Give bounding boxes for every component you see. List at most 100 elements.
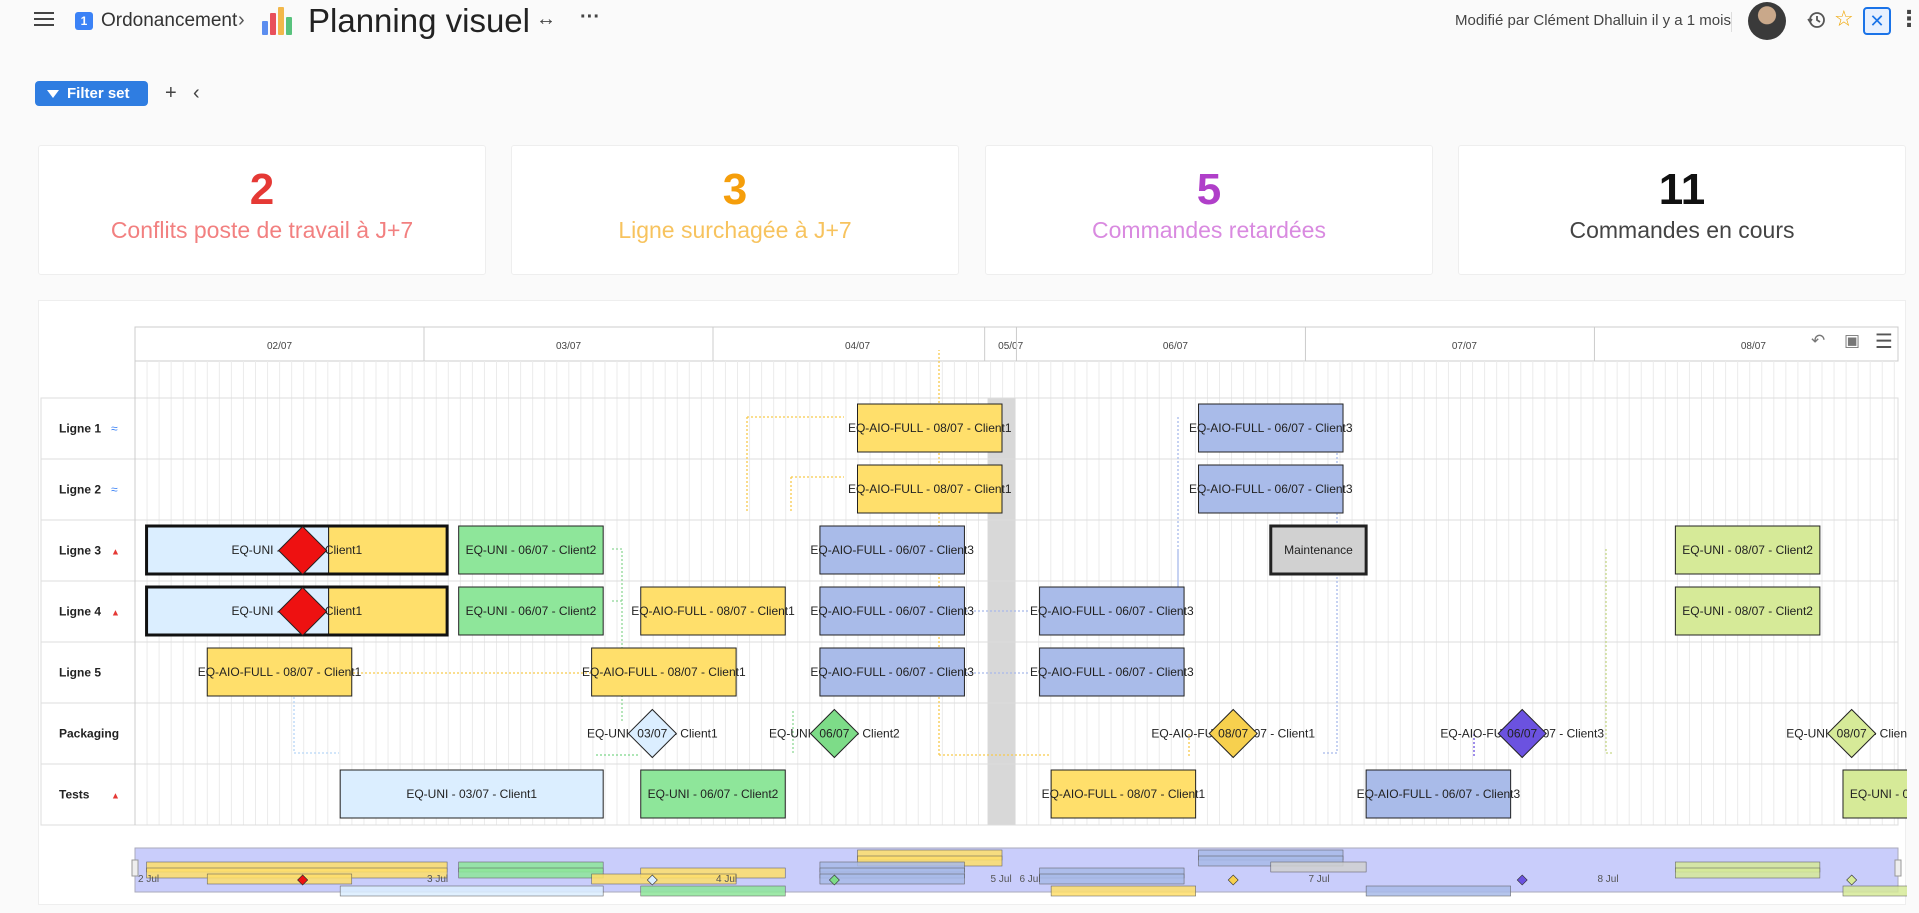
task-bar[interactable]: EQ-AIO-FULL - 06/07 - Client3 [810,525,974,575]
task-bar[interactable]: Maintenance [1269,524,1368,576]
task-bar[interactable]: EQ-AIO-FULL - 08/07 - Client1 [631,586,795,636]
navigator-mark [640,885,786,897]
navigator-milestone [1846,874,1858,886]
task-bar[interactable]: EQ-AIO-FULL - 06/07 - Client3 [1030,586,1194,636]
task-label: EQ-UNI - 06/07 - Client2 [466,543,597,557]
task-bar-rect [640,769,786,819]
task-bar[interactable]: EQ-UNI - 08/07 - Client2 [1674,586,1821,636]
task-label: EQ-UNI - 06/07 - Client2 [466,604,597,618]
task-label: EQ-AIO-FULL - 08/07 - Client1 [848,421,1012,435]
kpi-label: Ligne surchagée à J+7 [618,217,852,243]
task-bar[interactable]: EQ-UNI - 08/07 - Client2 [1674,525,1821,575]
wave-icon: ≈ [111,483,118,497]
task-bar-outline [145,585,449,637]
task-bar-rect [591,647,737,697]
task-bar[interactable]: EQ-UNI - 03/07 - Client1 [339,769,604,819]
dependency-link [790,476,844,513]
menu-icon[interactable]: ☰ [1875,331,1893,353]
task-label: EQ-AIO-FULL - 06/07 - Client3 [1189,482,1353,496]
dependency-link [1605,549,1614,754]
task-bar-rect [857,403,1003,453]
more-options-icon[interactable]: ··· [580,6,600,28]
task-bar[interactable]: EQ-AIO-FULL - 08/07 - Client1 [848,403,1012,453]
task-bar-rect [1198,464,1344,514]
task-bar[interactable]: EQ-AIO-FULL - 06/07 - Client3 [1357,769,1521,819]
task-label: EQ-AIO-FULL - 08/07 - Client1 [848,482,1012,496]
save-icon[interactable]: ▣ [1844,331,1861,350]
task-bar-rect [819,647,965,697]
navigator-milestone [646,874,658,886]
task-bar-rect [857,464,1003,514]
menu-icon[interactable] [34,12,54,28]
breadcrumb-number-badge[interactable]: 1 [75,12,93,30]
task-bar[interactable]: EQ-AIO-FULL - 06/07 - Client3 [1030,647,1194,697]
collapse-left-icon[interactable]: ‹ [193,82,200,104]
navigator-mark [1365,885,1511,897]
task-bar-rect [1050,769,1197,819]
navigator-milestone [297,874,309,886]
task-label: EQ-AIO-FULL - 06/07 - Client3 [810,543,974,557]
task-bar[interactable]: EQ-AIO-FULL - 08/07 - Client1 [198,647,362,697]
kebab-menu-icon[interactable]: ⋮ [1898,6,1919,31]
navigator-milestone [1516,874,1528,886]
task-bar-rect [206,647,353,697]
task-bar[interactable]: EQ-AIO-FULL - 06/07 - Client3 [1189,464,1353,514]
task-bar[interactable]: EQ-AIO-FULL - 06/07 - Client3 [1189,403,1353,453]
task-bar[interactable]: EQ-UNI - 06/07 - Client2 [640,769,786,819]
tools-icon[interactable]: ✕ [1863,7,1891,35]
navigator-label: 3 Jul [427,874,448,885]
navigator-label: 8 Jul [1597,874,1618,885]
task-bar[interactable]: EQ-AIO-FULL - 08/07 - Client1 [1042,769,1206,819]
task-label: EQ-AIO-FULL - 08/07 - Client1 [198,665,362,679]
task-bar[interactable]: EQ-AIO-FULL - 08/07 - Client1 [848,464,1012,514]
navigator-milestone [1227,874,1239,886]
task-bar[interactable]: EQ-AIO-FULL - 06/07 - Client3 [810,647,974,697]
task-bar[interactable]: EQ-AIO-FULL - 06/07 - Client3 [810,586,974,636]
navigator-mark [339,885,604,897]
task-bar-rect [1674,525,1821,575]
day-header-label: 05/07 [998,341,1023,352]
milestone-date: 03/07 [637,727,667,741]
task-label: EQ-UNI - 03/07 - Client1 [406,787,537,801]
row-frame [40,763,1899,826]
kpi-value: 2 [249,165,275,214]
navigator-mark [1039,873,1185,885]
task-bar[interactable]: EQ-UNI - 06/07 - Client2 [458,525,604,575]
avatar[interactable] [1748,2,1786,40]
warning-icon: ▲ [111,608,120,618]
task-bar-rect [640,586,786,636]
navigator-handle-right [1894,859,1902,877]
milestone-date: 08/07 [1837,727,1867,741]
task-bar-rect [339,769,604,819]
task-bar-rect [458,586,604,636]
row-label: Ligne 1 [59,422,101,436]
task-label: EQ-AIO-FULL - 08/07 - Client1 [631,604,795,618]
page-title: Planning visuel [308,2,530,39]
filter-set-button[interactable]: Filter set [35,81,148,106]
dependency-link [746,416,844,513]
milestone-diamond [277,525,328,576]
row-label: Ligne 5 [59,666,101,680]
task-bar[interactable]: EQ-UNI - 06/07 - Client2 [458,586,604,636]
undo-icon[interactable]: ↶ [1811,331,1826,350]
task-label: EQ-UNI - 08/07 - Client2 [1682,604,1813,618]
day-header-label: 03/07 [556,341,581,352]
navigator-label: 5 Jul [991,874,1012,885]
task-label: Maintenance [1284,543,1353,557]
task-label: EQ-UNI - 06/07 - Client2 [648,787,779,801]
navigator-handle-left [131,859,139,877]
day-header-label: 04/07 [845,341,870,352]
add-filter-button[interactable]: + [165,82,177,104]
history-icon[interactable] [1806,10,1826,30]
top-bar: 1 Ordonancement › Planning visuel ↔ ··· … [0,0,1919,44]
task-label: EQ-AIO-FULL - 06/07 - Client3 [810,604,974,618]
navigator-mark [1270,861,1367,873]
task-bar[interactable]: EQ-UNI - 08/07 - Client2 [1842,769,1907,819]
filter-icon [47,89,59,98]
task-bar[interactable]: EQ-AIO-FULL - 08/07 - Client1 [582,647,746,697]
expand-arrows-icon[interactable]: ↔ [536,8,556,30]
star-icon[interactable]: ☆ [1834,6,1854,31]
breadcrumb-ordonancement[interactable]: Ordonancement [101,10,238,31]
task-label: EQ-UNI - 08/07 - Client2 [1682,543,1813,557]
